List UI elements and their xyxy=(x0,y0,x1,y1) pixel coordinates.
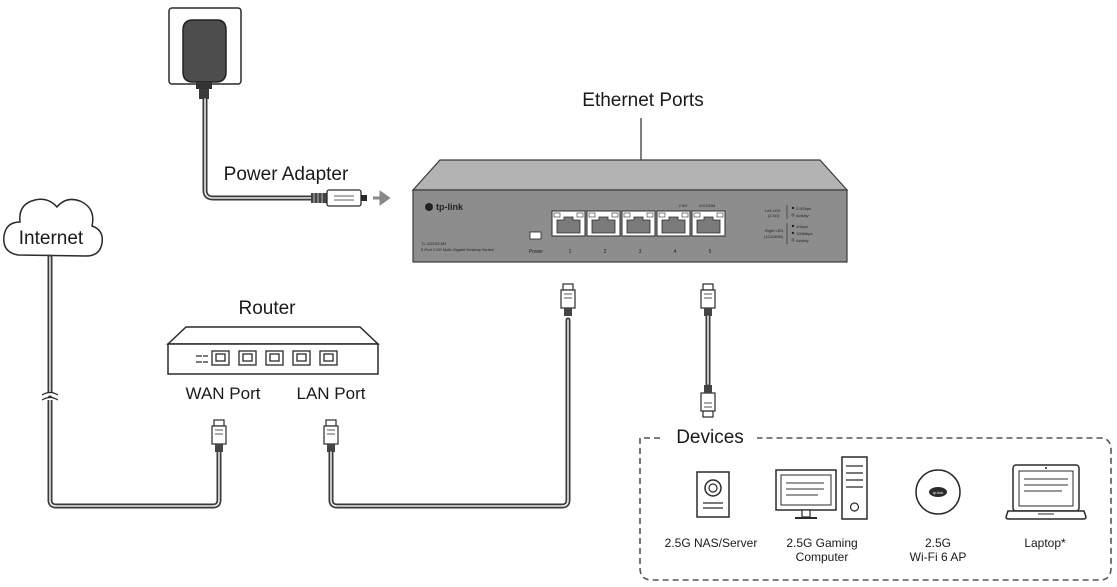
rj45-connector-icon xyxy=(211,419,227,452)
device-laptop: Laptop* xyxy=(1005,464,1087,550)
top-label-2-5g: 2.5G xyxy=(679,203,688,208)
dc-connector-icon xyxy=(311,189,367,207)
ap-logo-text: tp-link xyxy=(933,490,944,495)
port-led-icon xyxy=(611,212,619,218)
ethernet-port-icon xyxy=(621,210,656,237)
devices-title: Devices xyxy=(676,427,744,448)
device-cable xyxy=(700,283,716,418)
port-number: 1 xyxy=(569,249,572,255)
power-adapter: Power Adapter xyxy=(168,7,391,207)
switch-top xyxy=(411,159,849,191)
switch: Ethernet Ports tp-link TL-SG105-M2 5-Por… xyxy=(411,90,849,263)
access-point-icon: tp-link xyxy=(915,469,961,515)
device-wifi-ap: tp-link 2.5G Wi-Fi 6 AP xyxy=(910,469,967,564)
power-label: Power xyxy=(529,249,544,255)
cable-break-icon xyxy=(41,391,59,401)
rj45-connector-icon xyxy=(323,419,339,452)
device-label: 2.5G Gaming xyxy=(786,536,857,550)
svg-text:Activity: Activity xyxy=(796,238,809,243)
port-led-icon xyxy=(693,212,701,218)
port-number-labels: 1 2 3 4 5 xyxy=(569,249,712,255)
port-led-icon xyxy=(658,212,666,218)
top-label-1g: 1G/100M xyxy=(699,203,715,208)
port-led-icon xyxy=(681,212,689,218)
switch-ethernet-ports xyxy=(551,210,726,237)
switch-brand: tp-link xyxy=(436,202,464,212)
svg-text:Activity: Activity xyxy=(796,213,809,218)
router-ports xyxy=(211,350,338,366)
router-label: Router xyxy=(238,298,296,319)
wan-port-label: WAN Port xyxy=(186,384,261,403)
ethernet-port-icon xyxy=(656,210,691,237)
port-led-icon xyxy=(588,212,596,218)
device-label: Wi-Fi 6 AP xyxy=(910,550,967,564)
device-label: 2.5G xyxy=(925,536,951,550)
svg-text:(1G/100M): (1G/100M) xyxy=(764,234,784,239)
svg-text:1Gbps: 1Gbps xyxy=(796,224,808,229)
power-plug-icon xyxy=(182,19,227,83)
tp-link-logo-icon xyxy=(425,203,433,211)
svg-text:(2.5G): (2.5G) xyxy=(768,213,780,218)
ethernet-port-icon xyxy=(551,210,586,237)
device-label: 2.5G NAS/Server xyxy=(665,536,758,550)
lan-port-label: LAN Port xyxy=(297,384,366,403)
desktop-computer-icon xyxy=(775,456,868,520)
rj45-connector-icon xyxy=(560,283,576,316)
rj45-connector-icon xyxy=(700,283,716,316)
port-led-icon xyxy=(623,212,631,218)
laptop-icon xyxy=(1005,464,1087,520)
port-led-icon xyxy=(716,212,724,218)
led-legend: Left LED (2.5G) 2.5Gbps Activity Right L… xyxy=(764,205,812,244)
devices-panel: Devices 2.5G NAS/Server xyxy=(639,427,1112,581)
port-led-icon xyxy=(646,212,654,218)
arrow-right-icon xyxy=(373,190,391,206)
device-label: Laptop* xyxy=(1024,536,1066,550)
nas-server-icon xyxy=(696,471,730,518)
svg-text:Right LED: Right LED xyxy=(765,228,783,233)
port-number: 4 xyxy=(674,249,677,255)
internet-cloud: Internet xyxy=(3,198,222,509)
device-label: Computer xyxy=(796,550,849,564)
devices-border xyxy=(639,437,1112,581)
ethernet-ports-label: Ethernet Ports xyxy=(582,90,703,111)
ethernet-port-icon xyxy=(586,210,621,237)
device-nas: 2.5G NAS/Server xyxy=(665,471,758,550)
svg-text:Left LED: Left LED xyxy=(765,208,781,213)
rj45-connector-icon xyxy=(700,385,716,418)
switch-description: 5-Port 2.5G Multi-Gigabit Desktop Switch xyxy=(421,247,494,252)
svg-text:100Mbps: 100Mbps xyxy=(796,231,812,236)
power-adapter-label: Power Adapter xyxy=(224,164,349,185)
port-number: 5 xyxy=(709,249,712,255)
port-number: 2 xyxy=(604,249,607,255)
cloud-icon xyxy=(3,198,104,257)
router: Router WAN Port LAN Port xyxy=(166,298,380,403)
port-number: 3 xyxy=(639,249,642,255)
internet-label: Internet xyxy=(19,228,84,249)
device-gaming-computer: 2.5G Gaming Computer xyxy=(775,456,868,564)
svg-text:2.5Gbps: 2.5Gbps xyxy=(796,206,811,211)
port-led-icon xyxy=(553,212,561,218)
port-led-icon xyxy=(576,212,584,218)
ethernet-port-icon xyxy=(691,210,726,237)
power-led-icon xyxy=(529,231,542,240)
switch-model: TL-SG105-M2 xyxy=(421,241,447,246)
